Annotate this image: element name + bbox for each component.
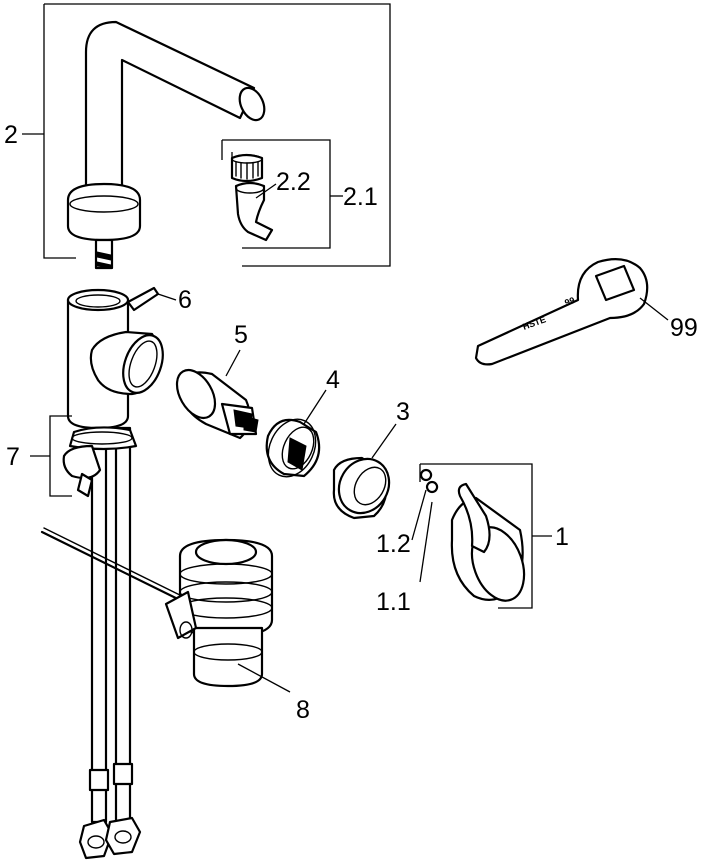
label-99: 99: [670, 314, 698, 342]
aerator: [230, 153, 277, 242]
label-6: 6: [178, 286, 192, 314]
cartridge-nut: [265, 389, 327, 478]
label-1-2: 1.2: [376, 530, 411, 558]
label-7: 7: [6, 443, 20, 471]
label-1: 1: [555, 523, 569, 551]
label-3: 3: [396, 398, 410, 426]
label-1-1: 1.1: [376, 588, 411, 616]
spout: [66, 20, 266, 270]
label-4: 4: [326, 366, 340, 394]
label-8: 8: [296, 696, 310, 724]
handle-group-frame: [419, 463, 552, 609]
cartridge: [175, 349, 259, 440]
spout-group-frame: [22, 3, 391, 267]
mounting-set: [30, 415, 138, 498]
label-2-2: 2.2: [276, 168, 311, 196]
service-wrench: HSTE 99: [474, 257, 669, 366]
label-2-1: 2.1: [343, 183, 378, 211]
pop-up-rod: [40, 527, 195, 608]
drain-valve: [164, 538, 291, 693]
cover-sleeve: [332, 423, 397, 520]
faucet-body: [66, 286, 177, 430]
supply-hoses: [78, 426, 142, 860]
label-5: 5: [234, 321, 248, 349]
wrench-number-text: 99: [563, 295, 576, 308]
label-2: 2: [4, 121, 18, 149]
handle: [411, 468, 526, 602]
